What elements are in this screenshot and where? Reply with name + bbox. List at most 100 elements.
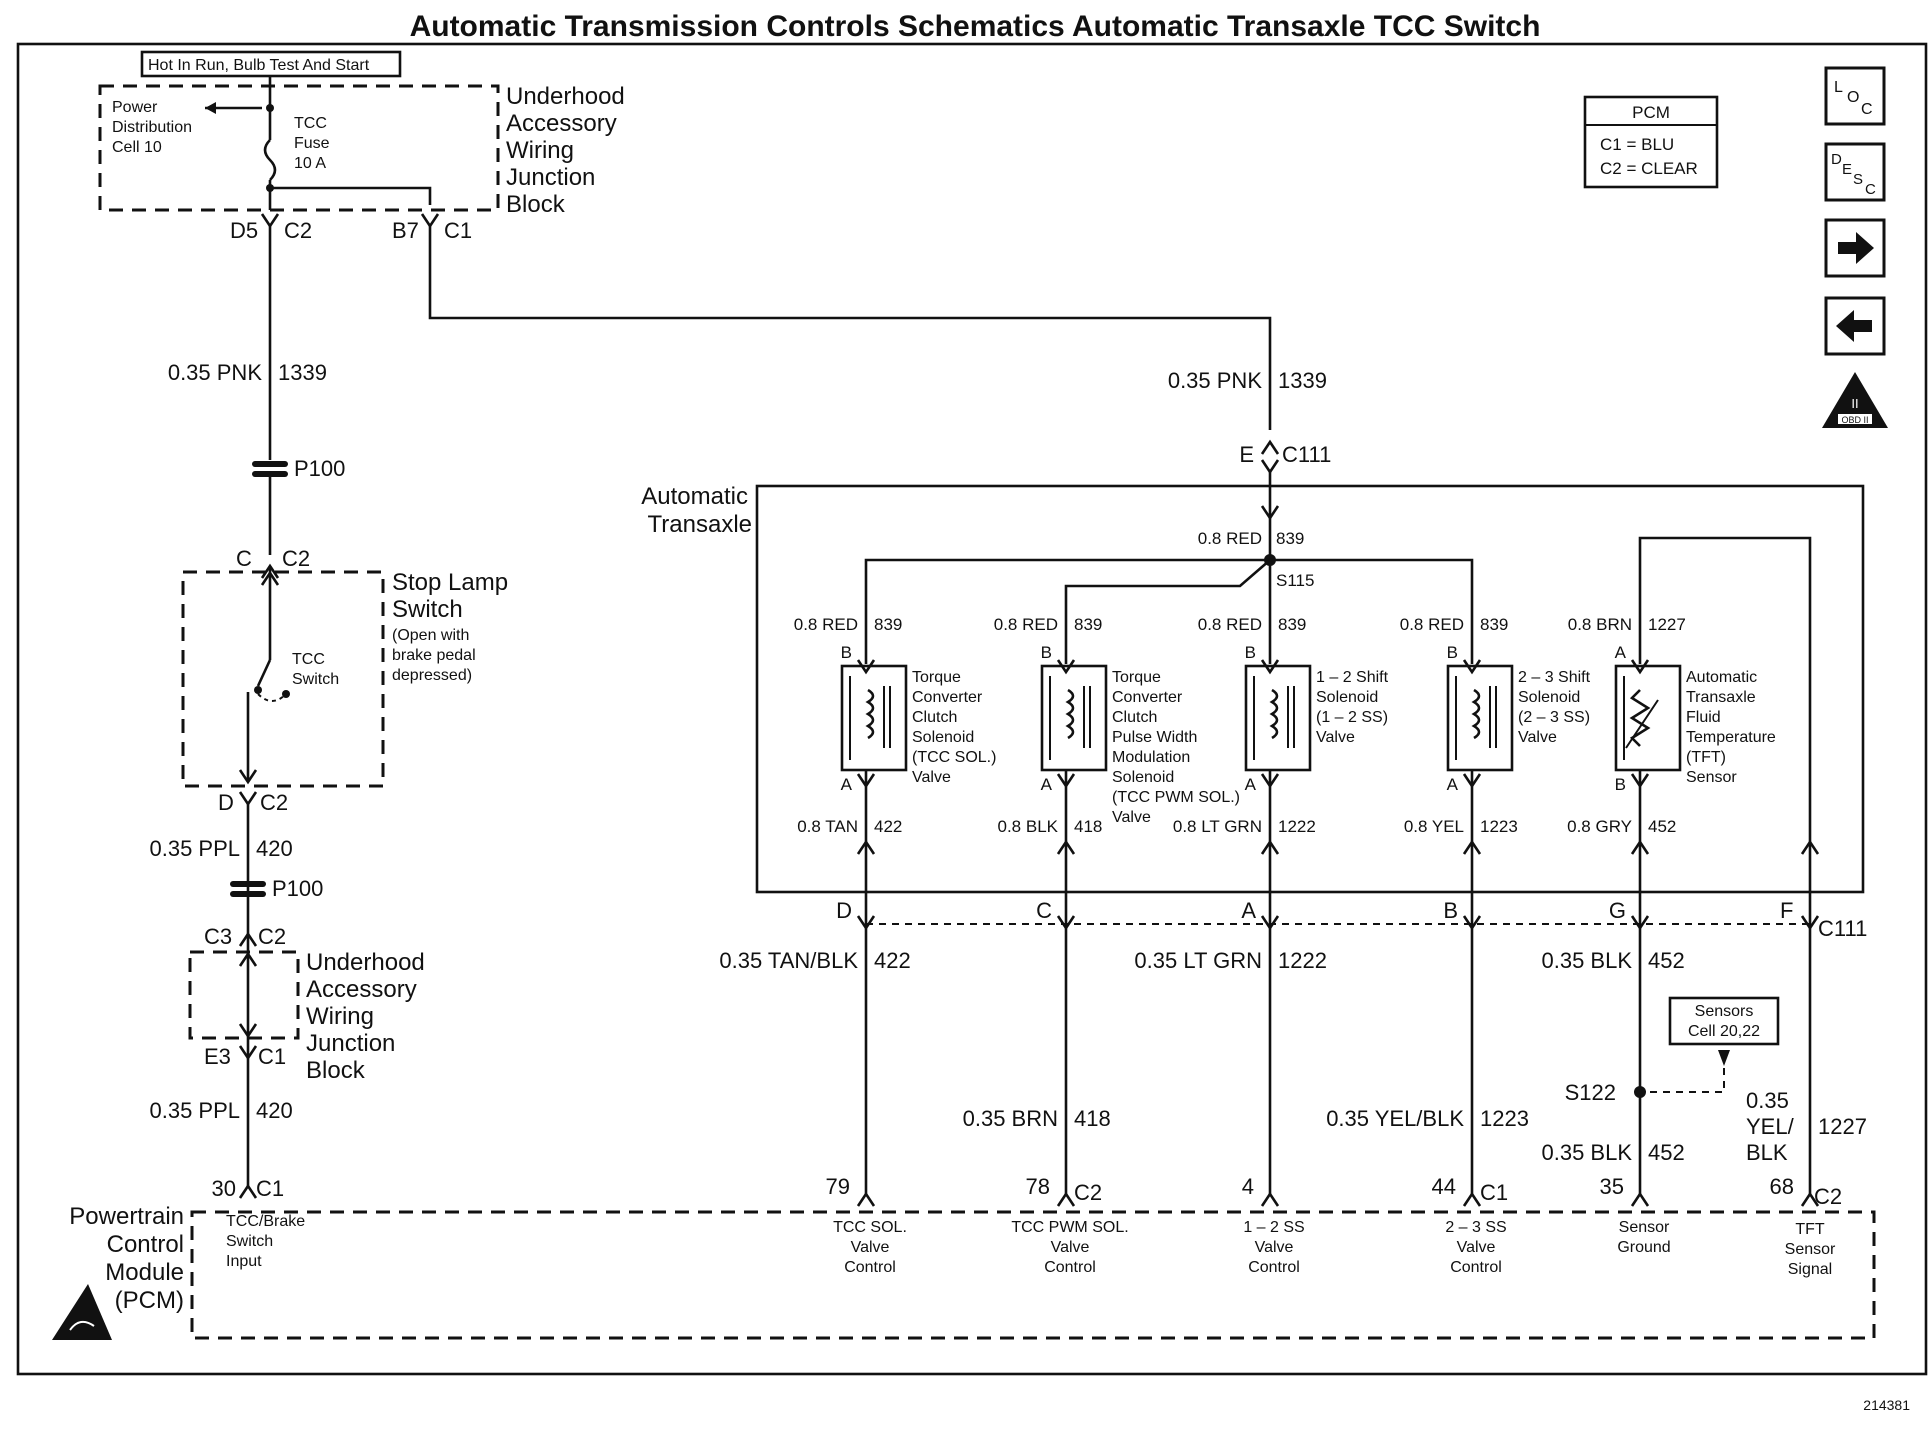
svg-text:452: 452 <box>1648 1140 1685 1165</box>
c111-pin-letter: G <box>1609 898 1626 923</box>
pcm-function-line: Control <box>1450 1259 1502 1276</box>
pcm-pin-number: 79 <box>826 1174 850 1199</box>
component-name-line: Valve <box>1518 729 1557 746</box>
automatic-transaxle-box <box>755 484 1865 894</box>
svg-text:68: 68 <box>1770 1174 1794 1199</box>
svg-text:C1: C1 <box>256 1176 284 1201</box>
svg-text:O: O <box>1847 89 1859 106</box>
svg-text:C1: C1 <box>1480 1180 1508 1205</box>
component-name-line: (2 – 3 SS) <box>1518 709 1590 726</box>
c111-pin <box>1260 915 1280 931</box>
svg-text:TCC: TCC <box>292 651 325 668</box>
svg-text:Input: Input <box>226 1253 262 1270</box>
external-wire-gauge: 0.35 LT GRN <box>1134 948 1262 973</box>
svg-text:YEL/: YEL/ <box>1746 1114 1795 1139</box>
svg-text:Junction: Junction <box>506 164 595 191</box>
pcm-function-line: Ground <box>1617 1239 1670 1256</box>
component-name-line: Converter <box>912 689 983 706</box>
svg-text:Switch: Switch <box>392 596 463 623</box>
next-arrow-button[interactable] <box>1824 218 1886 278</box>
svg-text:Module: Module <box>105 1259 184 1286</box>
pcm-function-line: Control <box>844 1259 896 1276</box>
esd-warning-icon <box>52 1284 112 1340</box>
component-name-line: Valve <box>912 769 951 786</box>
p100-inline-connector-a <box>252 461 288 477</box>
svg-text:(Open with: (Open with <box>392 627 469 644</box>
svg-text:C2: C2 <box>258 924 286 949</box>
pcm-function-line: Sensor <box>1619 1219 1670 1236</box>
component-name-line: Modulation <box>1112 749 1190 766</box>
component-name-line: Sensor <box>1686 769 1737 786</box>
pcm-function-line: Control <box>1044 1259 1096 1276</box>
component-pin-top: B <box>1041 643 1052 662</box>
pcm-function-line: TCC PWM SOL. <box>1011 1219 1128 1236</box>
svg-text:214381: 214381 <box>1863 1397 1910 1413</box>
c111-pin <box>1462 915 1482 931</box>
external-wire-gauge: 0.35 BRN <box>963 1106 1058 1131</box>
svg-text:brake pedal: brake pedal <box>392 647 476 664</box>
pcm-function-line: Valve <box>1457 1239 1496 1256</box>
svg-text:S115: S115 <box>1276 571 1314 590</box>
diagram-title: Automatic Transmission Controls Schemati… <box>410 10 1541 43</box>
thermistor-arrow-icon <box>1625 699 1659 749</box>
svg-text:BLK: BLK <box>1746 1140 1788 1165</box>
component-body-4 <box>1614 664 1682 772</box>
svg-text:Powertrain: Powertrain <box>69 1203 184 1230</box>
component-name-line: Torque <box>1112 669 1161 686</box>
svg-text:Distribution: Distribution <box>112 119 192 136</box>
pcm-function-line: 1 – 2 SS <box>1243 1219 1304 1236</box>
external-wire-circuit: 422 <box>874 948 911 973</box>
svg-text:Switch: Switch <box>226 1233 273 1250</box>
desc-button[interactable]: D E S C <box>1824 142 1886 202</box>
pcm-pin-number: 44 <box>1432 1174 1456 1199</box>
svg-text:C111: C111 <box>1282 442 1331 467</box>
c111-pin-letter: D <box>836 898 852 923</box>
component-name-line: Torque <box>912 669 961 686</box>
component-name-line: Solenoid <box>1518 689 1580 706</box>
svg-text:Cell 20,22: Cell 20,22 <box>1688 1023 1760 1040</box>
svg-text:II: II <box>1851 396 1858 411</box>
connector-b7-icon <box>420 213 440 229</box>
component-pin-bottom: A <box>841 775 853 794</box>
svg-text:Control: Control <box>107 1231 184 1258</box>
svg-text:0.35: 0.35 <box>1746 1088 1789 1113</box>
svg-text:1227: 1227 <box>1818 1114 1867 1139</box>
p100-inline-connector-b <box>230 881 266 897</box>
component-bottom-circuit: 452 <box>1648 817 1676 836</box>
loc-button[interactable]: L O C <box>1824 66 1886 126</box>
external-wire-circuit: 418 <box>1074 1106 1111 1131</box>
component-body-1 <box>1040 664 1108 772</box>
svg-text:S122: S122 <box>1565 1080 1616 1105</box>
solenoid-coil-icon <box>865 688 875 740</box>
pcm-function-line: Valve <box>1255 1239 1294 1256</box>
svg-text:C2: C2 <box>260 790 288 815</box>
svg-text:C1: C1 <box>258 1044 286 1069</box>
svg-text:D5: D5 <box>230 218 258 243</box>
component-pin-bottom: B <box>1615 775 1626 794</box>
svg-text:C1 = BLU: C1 = BLU <box>1600 135 1674 154</box>
svg-text:C1: C1 <box>444 218 472 243</box>
svg-text:Power: Power <box>112 99 158 116</box>
connector-c3-icon <box>238 931 258 947</box>
pcm-function-line: Control <box>1248 1259 1300 1276</box>
ref-arrow-icon <box>1718 1050 1730 1066</box>
component-body-3 <box>1446 664 1514 772</box>
component-name-line: (TCC SOL.) <box>912 749 996 766</box>
svg-text:420: 420 <box>256 1098 293 1123</box>
component-connector-top <box>1630 659 1650 675</box>
svg-text:E3: E3 <box>204 1044 231 1069</box>
component-name-line: 2 – 3 Shift <box>1518 669 1591 686</box>
component-bottom-gauge: 0.8 YEL <box>1404 817 1464 836</box>
connector-d5-icon <box>260 213 280 229</box>
svg-text:Fuse: Fuse <box>294 135 330 152</box>
connector-e-c111-icon <box>1260 439 1280 455</box>
svg-text:Sensor: Sensor <box>1785 1241 1836 1258</box>
svg-text:Underhood: Underhood <box>506 83 625 110</box>
component-top-circuit: 839 <box>1480 615 1508 634</box>
obd-ii-icon[interactable]: OBD II II <box>1822 372 1888 428</box>
component-bottom-circuit: 1223 <box>1480 817 1518 836</box>
previous-arrow-button[interactable] <box>1824 296 1886 356</box>
underhood-junction-block-upper <box>98 84 500 212</box>
svg-text:Automatic: Automatic <box>641 483 748 510</box>
